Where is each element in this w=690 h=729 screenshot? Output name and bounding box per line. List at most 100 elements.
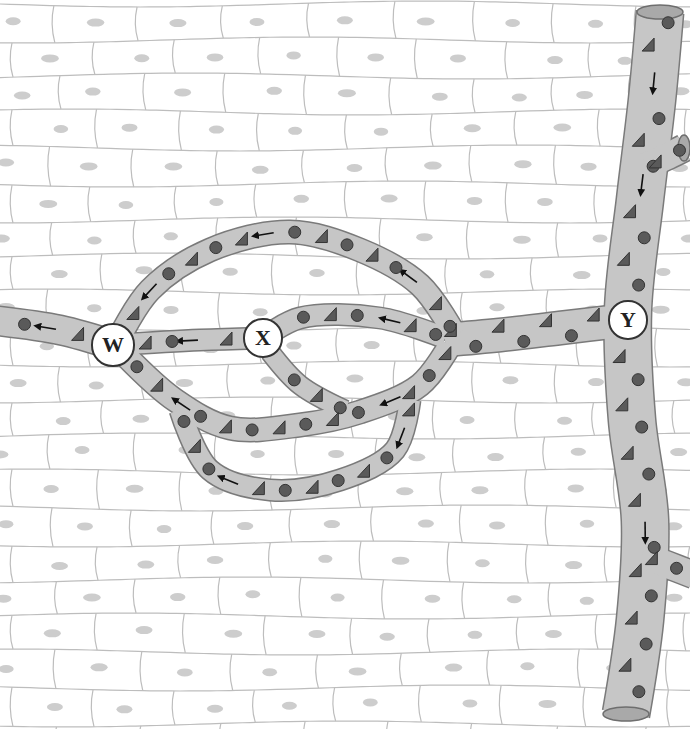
cell-wall — [269, 543, 272, 578]
cell-nucleus — [512, 93, 527, 101]
label-circle: X — [243, 318, 282, 357]
cell-wall — [382, 580, 385, 619]
flow-arrow — [178, 340, 198, 341]
cell-wall — [143, 73, 146, 110]
cell-nucleus — [286, 51, 300, 59]
molecule-circle — [334, 402, 346, 414]
cell-wall — [667, 690, 670, 727]
cell-nucleus — [288, 127, 302, 135]
cell-nucleus — [207, 53, 224, 61]
cell-wall — [218, 293, 221, 331]
cell-nucleus — [80, 162, 98, 170]
cell-nucleus — [54, 125, 69, 133]
cell-nucleus — [0, 450, 8, 458]
cell-nucleus — [176, 379, 193, 387]
cell-wall — [666, 650, 669, 690]
cell-nucleus — [580, 163, 596, 171]
cell-wall — [432, 401, 435, 439]
cell-wall — [10, 615, 13, 649]
cell-wall — [0, 1, 690, 7]
cell-wall — [172, 691, 175, 725]
molecule-triangle — [404, 319, 416, 332]
molecule-triangle — [220, 332, 232, 345]
cell-wall — [588, 43, 591, 77]
vessel-wall — [445, 320, 628, 340]
cell-nucleus — [576, 91, 593, 99]
cell-wall — [48, 146, 51, 186]
cell-wall — [359, 541, 362, 579]
cell-nucleus — [379, 633, 394, 641]
cell-nucleus — [571, 448, 586, 456]
cell-nucleus — [165, 163, 183, 171]
cell-nucleus — [0, 520, 13, 528]
cell-nucleus — [87, 304, 101, 312]
cell-nucleus — [349, 667, 367, 675]
flow-arrow — [220, 477, 238, 485]
cell-wall — [430, 114, 433, 146]
cell-wall — [304, 75, 307, 114]
flow-arrow — [397, 428, 404, 447]
cell-nucleus — [396, 487, 413, 495]
molecule-triangle — [324, 308, 336, 321]
cell-nucleus — [136, 626, 153, 634]
molecule-circle — [470, 340, 482, 352]
molecule-triangle — [315, 230, 327, 243]
molecule-triangle — [642, 38, 654, 51]
molecule-triangle — [632, 133, 644, 146]
cell-wall — [515, 403, 518, 438]
cell-nucleus — [467, 197, 483, 205]
molecule-circle — [289, 226, 301, 238]
cell-nucleus — [157, 525, 172, 533]
molecule-circle — [300, 418, 312, 430]
cell-nucleus — [209, 198, 223, 206]
cell-nucleus — [337, 16, 353, 24]
cell-wall — [183, 613, 186, 652]
cell-wall — [55, 582, 58, 614]
cell-nucleus — [77, 522, 93, 530]
molecule-triangle — [185, 252, 197, 265]
cell-wall — [516, 617, 519, 649]
cell-nucleus — [489, 303, 504, 311]
cell-wall — [94, 613, 97, 650]
cell-wall — [592, 403, 595, 436]
molecule-triangle — [326, 413, 338, 426]
region-letter: X — [255, 327, 271, 349]
cell-nucleus — [75, 446, 90, 454]
cell-wall — [350, 618, 353, 654]
cell-wall — [97, 470, 100, 510]
cell-nucleus — [44, 629, 61, 637]
vessel-cut-end — [603, 707, 649, 721]
cell-wall — [0, 217, 690, 223]
cell-wall — [258, 37, 261, 73]
cell-wall — [50, 508, 53, 547]
molecule-circle — [633, 279, 645, 291]
molecule-triangle — [621, 446, 633, 459]
cell-wall — [92, 42, 95, 74]
cell-nucleus — [471, 486, 488, 494]
cell-wall — [10, 403, 13, 436]
cell-wall — [424, 181, 427, 220]
cell-nucleus — [43, 485, 58, 493]
cell-nucleus — [487, 453, 504, 461]
molecule-circle — [662, 17, 674, 29]
cell-nucleus — [237, 522, 253, 530]
cell-wall — [543, 437, 546, 470]
cell-wall — [10, 185, 13, 223]
cell-nucleus — [677, 378, 690, 386]
cell-nucleus — [588, 378, 604, 386]
cell-nucleus — [432, 93, 448, 101]
cell-wall — [583, 687, 586, 726]
cell-wall — [514, 111, 517, 145]
molecule-triangle — [366, 248, 378, 261]
cell-nucleus — [164, 232, 178, 240]
molecule-triangle — [629, 564, 641, 577]
cell-nucleus — [417, 17, 435, 25]
cell-nucleus — [0, 595, 11, 603]
cell-nucleus — [91, 663, 108, 671]
cell-nucleus — [262, 668, 277, 676]
cell-wall — [58, 367, 61, 402]
cell-nucleus — [347, 164, 363, 172]
cell-nucleus — [249, 18, 264, 26]
cell-nucleus — [537, 198, 553, 206]
flow-arrow — [143, 284, 157, 299]
